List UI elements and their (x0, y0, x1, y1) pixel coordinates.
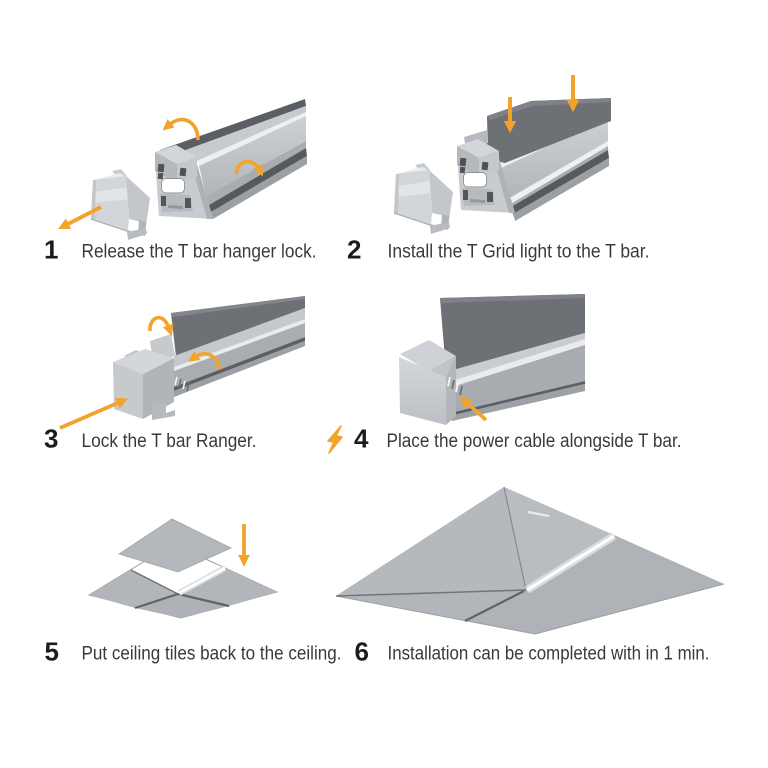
svg-text:5: 5 (45, 637, 59, 667)
svg-text:Lock the T bar Ranger.: Lock the T bar Ranger. (82, 431, 257, 452)
svg-text:1: 1 (44, 235, 58, 265)
svg-text:2: 2 (347, 235, 361, 265)
svg-text:4: 4 (354, 424, 369, 454)
svg-text:Put ceiling tiles back to the: Put ceiling tiles back to the ceiling. (82, 644, 342, 665)
svg-text:Place the power cable alongsid: Place the power cable alongside T bar. (387, 431, 682, 452)
svg-text:Installation can be completed: Installation can be completed with in 1 … (388, 644, 710, 665)
svg-text:Release the T bar hanger lock.: Release the T bar hanger lock. (82, 242, 317, 263)
svg-text:3: 3 (44, 424, 58, 454)
svg-text:6: 6 (355, 637, 369, 667)
svg-text:Install the T Grid light to th: Install the T Grid light to the T bar. (388, 242, 650, 263)
